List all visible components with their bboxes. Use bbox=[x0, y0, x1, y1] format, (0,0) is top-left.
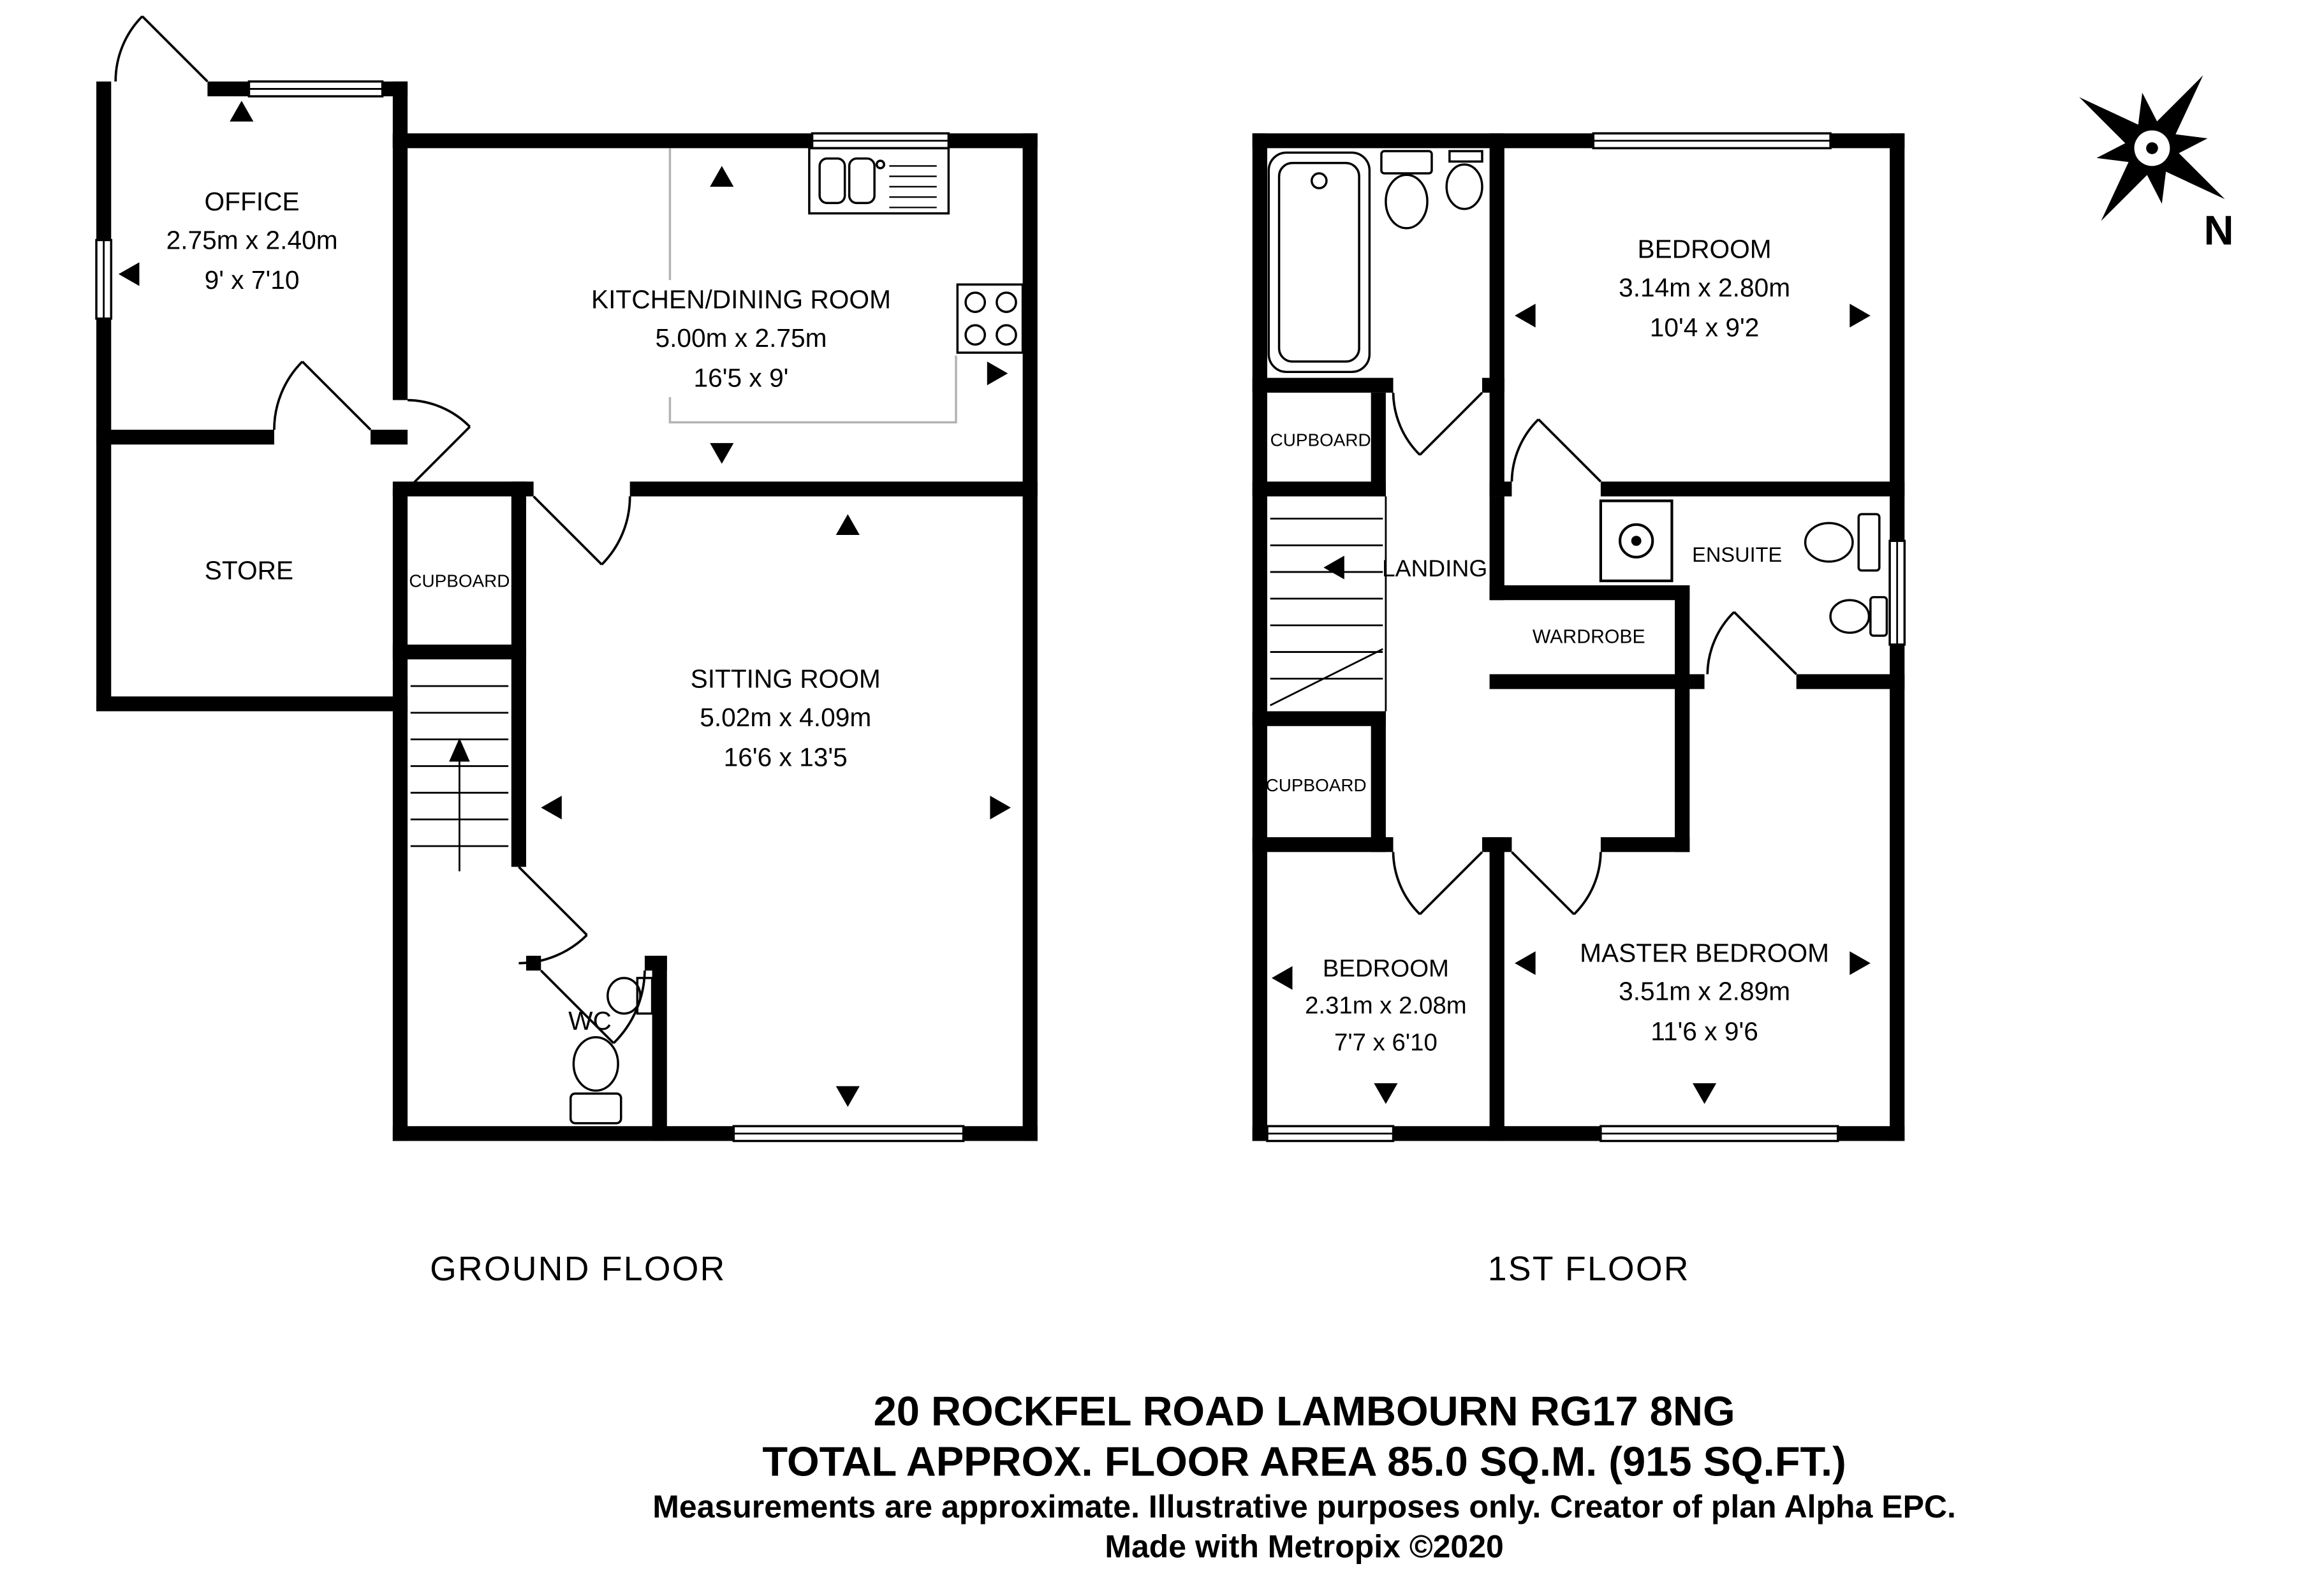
arrow-right-icon bbox=[987, 362, 1008, 386]
room-dim-imperial: 16'5 x 9' bbox=[693, 362, 789, 392]
arrow-left-icon bbox=[1515, 304, 1536, 328]
room-name: ENSUITE bbox=[1692, 542, 1783, 566]
arrow-left-icon bbox=[1515, 951, 1536, 976]
ground-floor-plan bbox=[95, 15, 1038, 1143]
room-dim-metric: 3.51m x 2.89m bbox=[1619, 977, 1791, 1007]
room-label-bedroom-bottom: BEDROOM 2.31m x 2.08m 7'7 x 6'10 bbox=[1263, 951, 1509, 1062]
room-name: BEDROOM bbox=[1322, 955, 1449, 983]
ensuite-toilet-icon bbox=[1804, 513, 1881, 572]
wc-toilet-icon bbox=[569, 1036, 622, 1125]
landing-direction-arrow-icon bbox=[1323, 555, 1344, 580]
room-name: STORE bbox=[204, 555, 294, 585]
arrow-right-icon bbox=[1850, 951, 1871, 976]
room-name: WC bbox=[568, 1006, 612, 1036]
room-name: CUPBOARD bbox=[409, 570, 510, 592]
room-label-master-bedroom: MASTER BEDROOM 3.51m x 2.89m 11'6 x 9'6 bbox=[1509, 933, 1901, 1050]
stairs-up-arrow-icon bbox=[449, 738, 470, 762]
ensuite-basin-icon bbox=[1829, 596, 1888, 637]
arrow-down-icon bbox=[710, 442, 734, 464]
arrow-right-icon bbox=[990, 795, 1011, 820]
room-label-bedroom-top: BEDROOM 3.14m x 2.80m 10'4 x 9'2 bbox=[1511, 230, 1897, 346]
room-label-wc: WC bbox=[552, 1002, 629, 1041]
room-name: MASTER BEDROOM bbox=[1580, 938, 1830, 968]
credit-line: Made with Metropix ©2020 bbox=[1105, 1529, 1504, 1565]
arrow-left-icon bbox=[1271, 966, 1293, 990]
room-label-cupboard-upper: CUPBOARD bbox=[1258, 430, 1383, 451]
room-label-kitchen: KITCHEN/DINING ROOM 5.00m x 2.75m 16'5 x… bbox=[545, 280, 937, 397]
arrow-up-icon bbox=[835, 514, 860, 535]
first-floor-label: 1ST FLOOR bbox=[1487, 1249, 1690, 1288]
wc-basin-icon bbox=[607, 977, 654, 1015]
room-name: CUPBOARD bbox=[1265, 775, 1367, 796]
room-name: SITTING ROOM bbox=[690, 664, 881, 694]
room-name: BEDROOM bbox=[1637, 234, 1772, 264]
room-label-ensuite: ENSUITE bbox=[1675, 539, 1799, 571]
room-dim-imperial: 16'6 x 13'5 bbox=[723, 742, 848, 772]
room-label-office: OFFICE 2.75m x 2.40m 9' x 7'10 bbox=[119, 182, 385, 299]
room-label-cupboard-lower: CUPBOARD bbox=[1254, 775, 1378, 796]
arrow-up-icon bbox=[710, 166, 734, 187]
address-line: 20 ROCKFEL ROAD LAMBOURN RG17 8NG bbox=[873, 1388, 1735, 1435]
bath-icon bbox=[1267, 151, 1371, 374]
bathroom-basin-icon bbox=[1445, 150, 1483, 210]
room-name: WARDROBE bbox=[1532, 625, 1645, 648]
room-label-landing: LANDING bbox=[1346, 553, 1524, 589]
first-measurement-arrows bbox=[1271, 304, 1871, 1104]
arrow-right-icon bbox=[1850, 304, 1871, 328]
arrow-up-icon bbox=[230, 101, 254, 122]
first-walls bbox=[1252, 133, 1905, 1141]
ground-stairs bbox=[410, 685, 509, 872]
room-label-cupboard-ground: CUPBOARD bbox=[396, 571, 524, 592]
room-name: LANDING bbox=[1381, 557, 1488, 583]
hob-icon bbox=[956, 283, 1024, 354]
ground-measurement-arrows bbox=[118, 101, 1011, 1108]
arrow-left-icon bbox=[118, 262, 140, 286]
disclaimer-line: Measurements are approximate. Illustrati… bbox=[652, 1489, 1956, 1526]
first-stairs bbox=[1270, 496, 1387, 712]
ground-walls bbox=[96, 81, 1038, 1141]
room-dim-metric: 3.14m x 2.80m bbox=[1619, 273, 1791, 303]
first-door-arcs bbox=[1392, 391, 1797, 916]
room-dim-metric: 2.31m x 2.08m bbox=[1305, 992, 1467, 1020]
compass-north-label: N bbox=[2203, 207, 2234, 254]
arrow-down-icon bbox=[1692, 1083, 1717, 1104]
room-label-store: STORE bbox=[138, 552, 360, 590]
ground-windows bbox=[95, 80, 965, 1143]
room-name: KITCHEN/DINING ROOM bbox=[591, 284, 891, 314]
room-dim-metric: 5.02m x 4.09m bbox=[700, 703, 872, 733]
arrow-down-icon bbox=[835, 1086, 860, 1108]
room-name: CUPBOARD bbox=[1270, 429, 1371, 451]
room-dim-imperial: 11'6 x 9'6 bbox=[1651, 1016, 1758, 1046]
first-floor-plan bbox=[1252, 132, 1906, 1143]
room-dim-metric: 2.75m x 2.40m bbox=[166, 225, 338, 256]
arrow-left-icon bbox=[541, 795, 562, 820]
compass-rose-icon bbox=[2079, 75, 2225, 221]
kitchen-sink-icon bbox=[808, 147, 950, 215]
arrow-down-icon bbox=[1374, 1083, 1398, 1104]
ground-door-arcs bbox=[114, 15, 646, 1044]
room-dim-metric: 5.00m x 2.75m bbox=[655, 323, 827, 353]
total-area-line: TOTAL APPROX. FLOOR AREA 85.0 SQ.M. (915… bbox=[762, 1438, 1846, 1485]
ground-floor-label: GROUND FLOOR bbox=[430, 1249, 726, 1288]
footer: 20 ROCKFEL ROAD LAMBOURN RG17 8NG TOTAL … bbox=[148, 1387, 2324, 1568]
shower-icon bbox=[1599, 499, 1673, 583]
room-name: OFFICE bbox=[204, 186, 300, 217]
room-dim-imperial: 7'7 x 6'10 bbox=[1334, 1029, 1438, 1056]
bathroom-toilet-icon bbox=[1380, 150, 1433, 230]
room-label-sitting-room: SITTING ROOM 5.02m x 4.09m 16'6 x 13'5 bbox=[593, 659, 978, 776]
room-dim-imperial: 10'4 x 9'2 bbox=[1649, 312, 1760, 342]
room-label-wardrobe: WARDROBE bbox=[1506, 622, 1672, 651]
first-windows bbox=[1266, 132, 1906, 1143]
room-dim-imperial: 9' x 7'10 bbox=[204, 264, 300, 295]
